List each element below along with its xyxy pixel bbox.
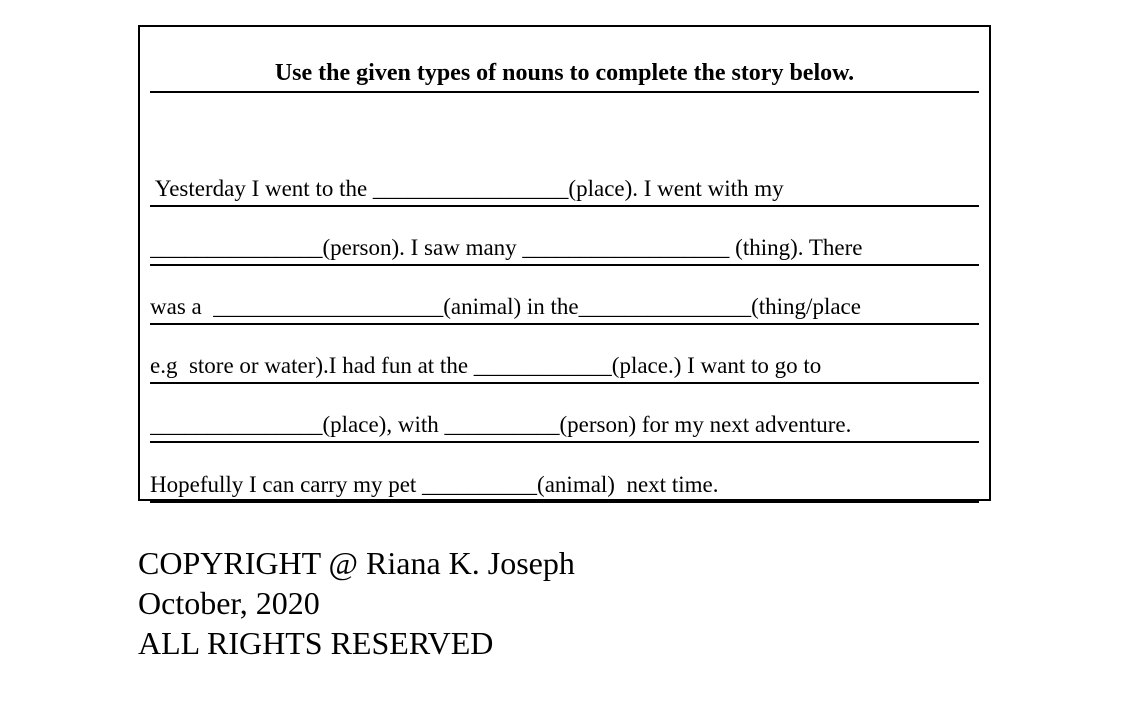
worksheet-box: Use the given types of nouns to complete… [138, 25, 991, 503]
worksheet-title: Use the given types of nouns to complete… [150, 55, 979, 93]
rights-reserved: ALL RIGHTS RESERVED [138, 625, 494, 661]
story-line-6: Hopefully I can carry my pet __________(… [150, 467, 979, 503]
story-line-4: e.g store or water).I had fun at the ___… [150, 348, 979, 384]
story-line-2: _______________(person). I saw many ____… [150, 230, 979, 266]
story-line-3: was a ____________________(animal) in th… [150, 289, 979, 325]
copyright-block: COPYRIGHT @ Riana K. Joseph October, 202… [138, 543, 575, 663]
story-line-1: Yesterday I went to the ________________… [150, 171, 979, 207]
copyright-notice: COPYRIGHT @ Riana K. Joseph [138, 545, 575, 581]
copyright-date: October, 2020 [138, 585, 320, 621]
story-line-5: _______________(place), with __________(… [150, 407, 979, 443]
